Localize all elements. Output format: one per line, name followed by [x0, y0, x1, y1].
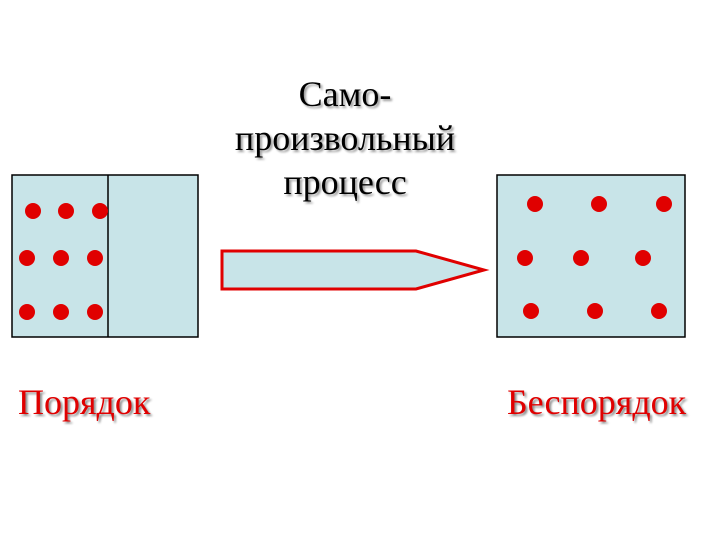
process-title: Само- произвольный процесс	[200, 72, 490, 204]
title-line-2: произвольный	[234, 118, 456, 158]
disordered-particle-5	[573, 250, 589, 266]
disordered-particle-7	[523, 303, 539, 319]
ordered-particle-3	[92, 203, 108, 219]
disordered-state-box	[496, 174, 686, 338]
title-line-1: Само-	[298, 74, 392, 114]
process-arrow	[220, 249, 490, 291]
ordered-particle-8	[53, 304, 69, 320]
ordered-particle-6	[87, 250, 103, 266]
disordered-particle-1	[527, 196, 543, 212]
disordered-label: Беспорядок	[507, 382, 687, 422]
ordered-label: Порядок	[18, 382, 151, 422]
ordered-particles	[19, 203, 108, 320]
title-line-3: процесс	[283, 162, 407, 202]
disordered-particle-9	[651, 303, 667, 319]
ordered-particle-9	[87, 304, 103, 320]
ordered-particle-4	[19, 250, 35, 266]
ordered-particle-2	[58, 203, 74, 219]
disordered-particle-8	[587, 303, 603, 319]
disordered-particle-4	[517, 250, 533, 266]
ordered-container	[11, 174, 199, 338]
ordered-particle-5	[53, 250, 69, 266]
ordered-particle-7	[19, 304, 35, 320]
disordered-particle-2	[591, 196, 607, 212]
ordered-state-box	[11, 174, 199, 338]
disordered-particle-6	[635, 250, 651, 266]
disordered-particle-3	[656, 196, 672, 212]
disordered-particles	[517, 196, 672, 319]
ordered-particle-1	[25, 203, 41, 219]
